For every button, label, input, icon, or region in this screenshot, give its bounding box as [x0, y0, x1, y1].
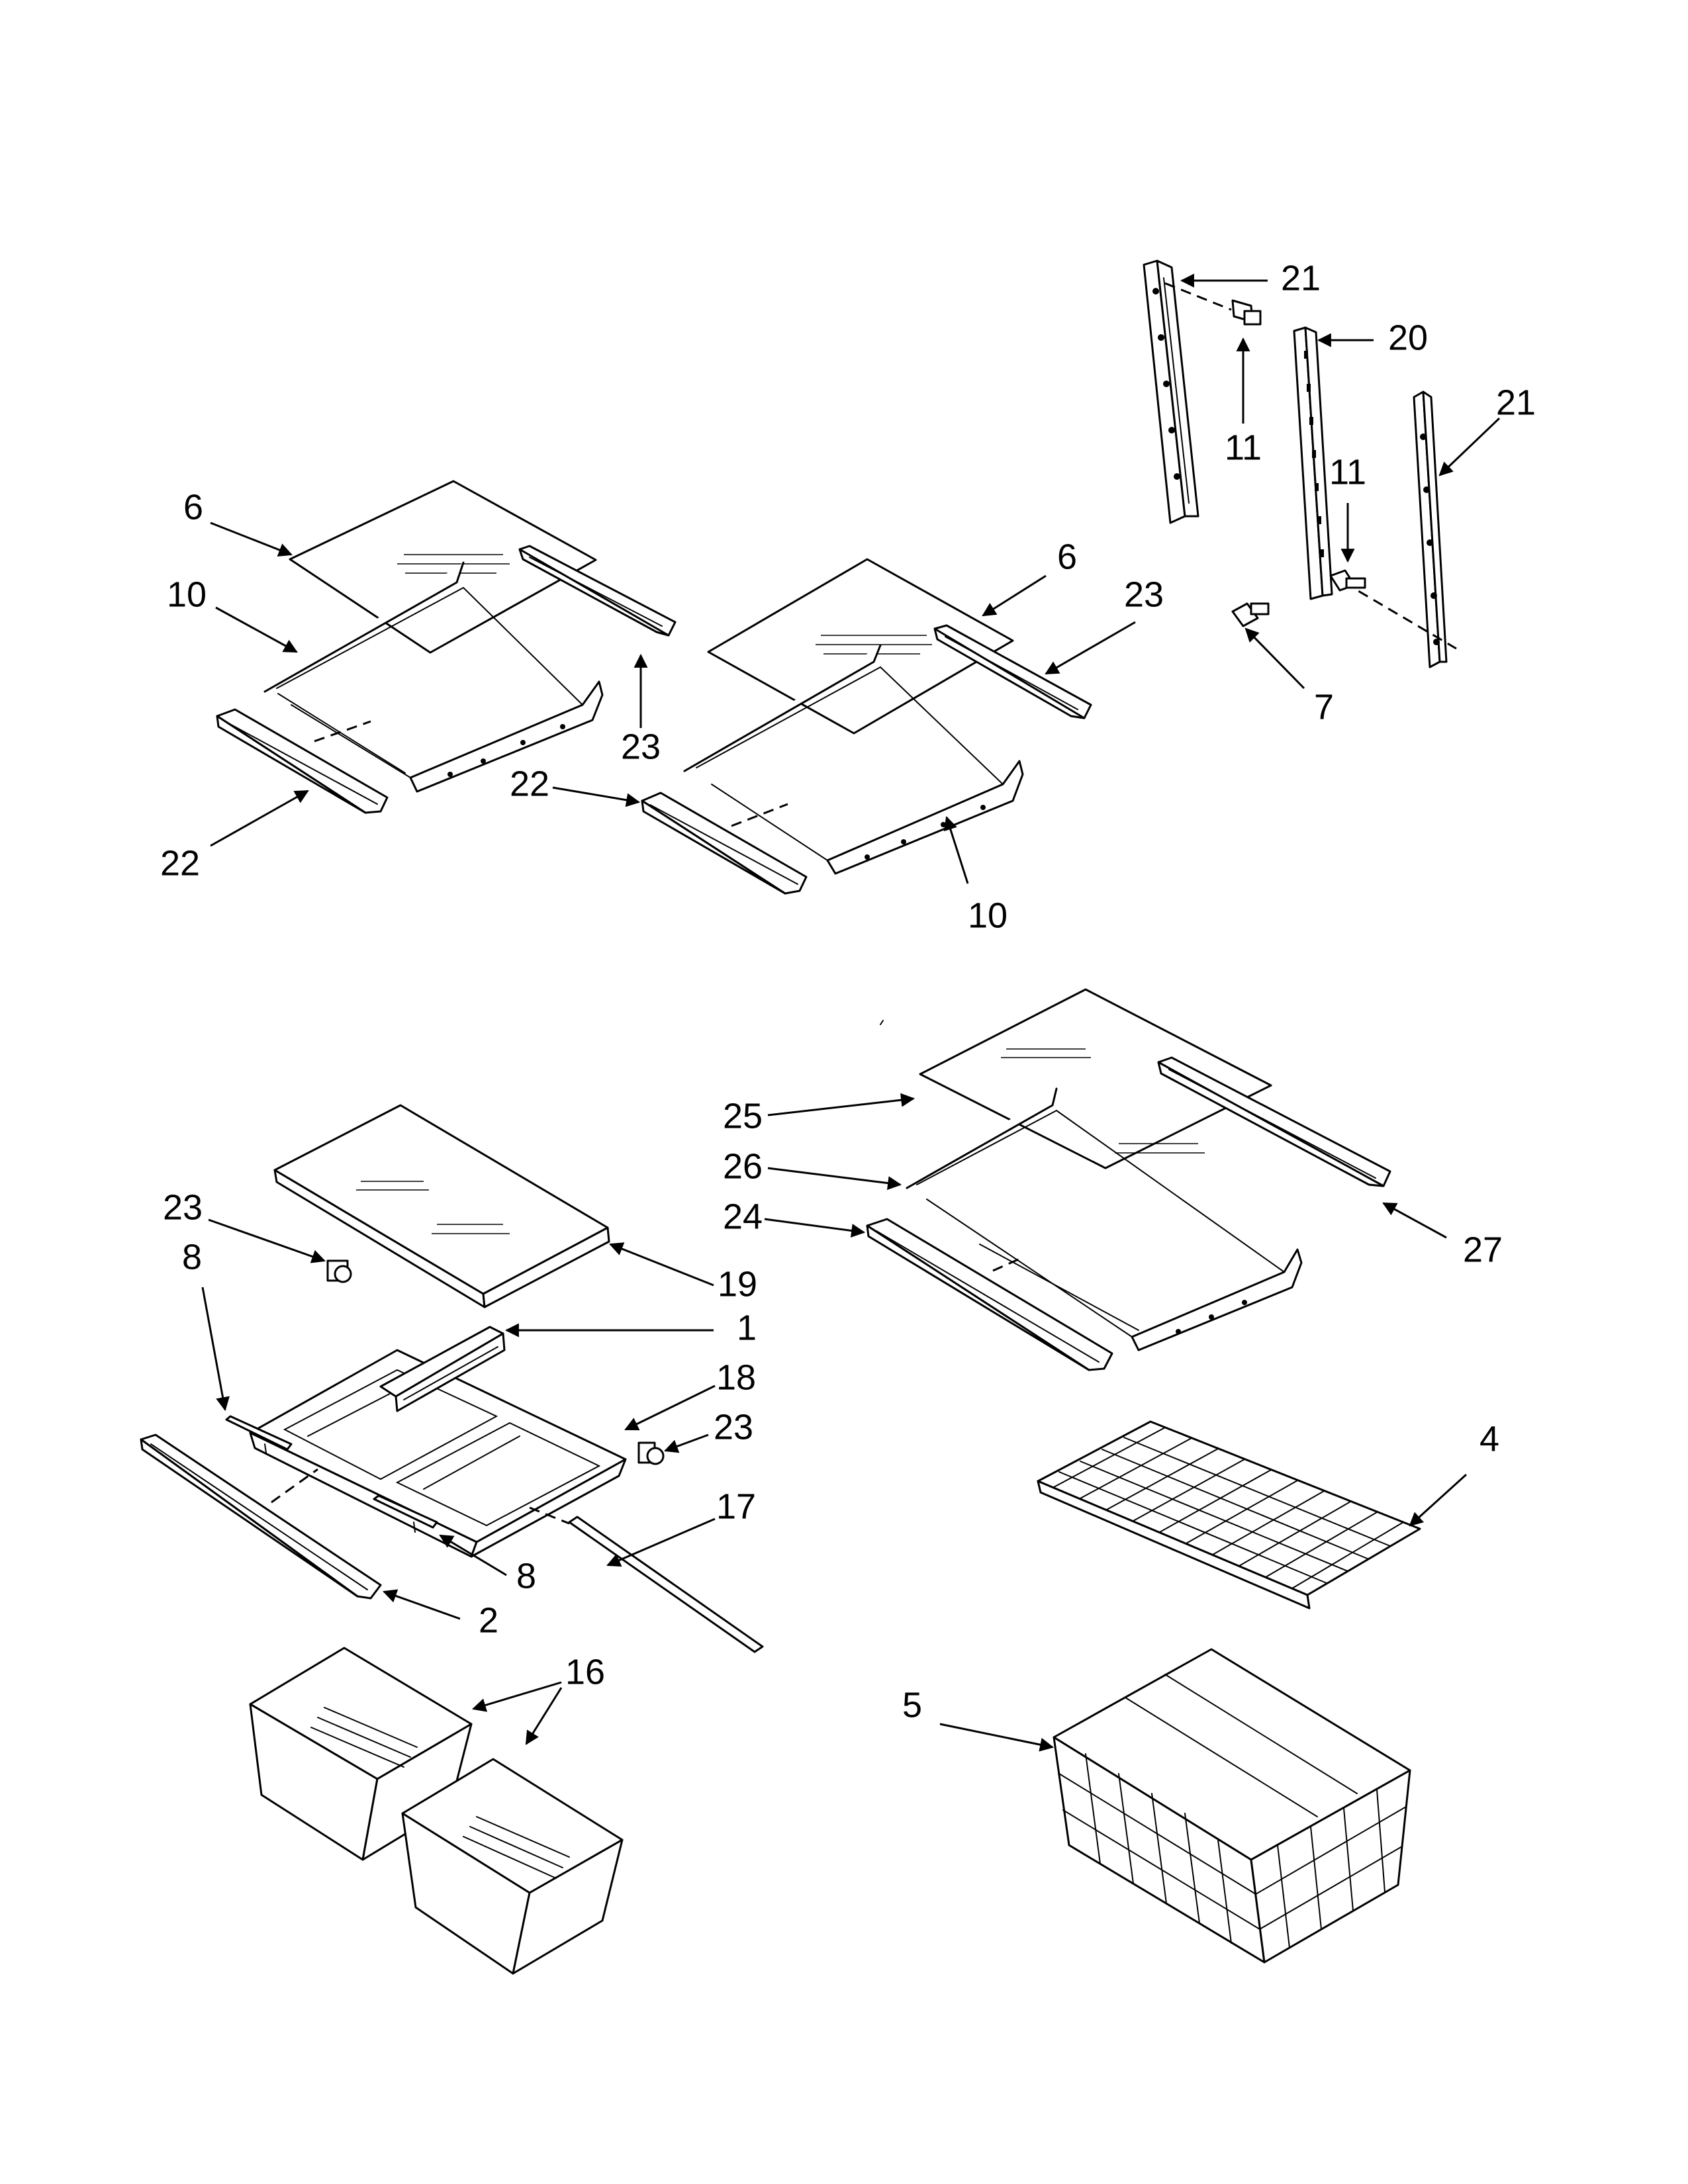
shelf-frame-26 [906, 1087, 1303, 1351]
crisper-frame-18 [249, 1349, 627, 1558]
callout-27: 27 [1463, 1230, 1503, 1269]
trim-22-mid [641, 792, 808, 895]
callout-5: 5 [902, 1685, 922, 1725]
callout-25: 25 [723, 1096, 763, 1136]
callout-20: 20 [1388, 318, 1428, 357]
shelf-rail-20 [1293, 326, 1333, 600]
callout-labels: 21 20 21 11 11 7 6 10 23 22 6 23 22 10 2… [160, 258, 1536, 1725]
trim-27 [1157, 1056, 1391, 1187]
screw-11-right [1329, 569, 1366, 592]
crisper-glass-19 [273, 1104, 610, 1308]
bracket-23-a [326, 1259, 352, 1283]
callout-7: 7 [1314, 687, 1334, 727]
callout-23-b: 23 [714, 1407, 753, 1447]
screw-7 [1231, 602, 1270, 627]
callout-11-left: 11 [1225, 428, 1262, 467]
callout-10-mid: 10 [968, 895, 1008, 935]
callout-4: 4 [1479, 1419, 1499, 1459]
rod-17 [568, 1516, 764, 1653]
crisper-drawer-16-a [249, 1647, 473, 1861]
trim-23-left [518, 545, 677, 637]
callout-23-mid: 23 [1124, 574, 1164, 614]
shelf-rail-21-right [1413, 390, 1448, 668]
callout-24: 24 [723, 1197, 763, 1236]
crisper-divider-1 [379, 1326, 506, 1412]
callout-23-a: 23 [163, 1187, 203, 1227]
callout-11-right: 11 [1329, 452, 1366, 492]
callout-21-top: 21 [1281, 258, 1321, 298]
wire-basket-5 [1053, 1648, 1411, 1964]
wire-shelf-4 [1037, 1420, 1421, 1610]
callout-21-right: 21 [1496, 383, 1536, 422]
leader-lines [201, 273, 1501, 1752]
callout-22-mid: 22 [510, 764, 549, 803]
shelf-frame-10-mid [683, 644, 1024, 875]
callout-2: 2 [479, 1600, 498, 1640]
screw-11-left [1231, 299, 1262, 326]
callout-19: 19 [718, 1264, 757, 1304]
slide-8-b [373, 1494, 438, 1533]
callout-18: 18 [716, 1357, 756, 1397]
trim-23-mid [933, 624, 1092, 719]
callout-8-b: 8 [516, 1556, 536, 1596]
callout-6-mid: 6 [1057, 537, 1077, 576]
trim-24 [866, 1218, 1113, 1371]
crisper-drawer-16-b [401, 1758, 624, 1975]
trim-22-left [216, 708, 389, 814]
callout-10-left: 10 [167, 574, 207, 614]
callout-1: 1 [737, 1308, 757, 1347]
callout-23-left: 23 [621, 727, 661, 766]
callout-26: 26 [723, 1146, 763, 1186]
callout-22-left: 22 [160, 843, 200, 883]
bracket-23-b [637, 1441, 665, 1465]
callout-8-a: 8 [182, 1237, 202, 1277]
shelf-rail-21-left [1143, 259, 1199, 524]
crisper-trim-2 [140, 1433, 382, 1600]
shelf-frame-10-left [263, 561, 604, 793]
callout-17: 17 [716, 1486, 756, 1526]
callout-6-left: 6 [183, 487, 203, 527]
glass-shelf-25 [919, 988, 1272, 1169]
callout-16: 16 [565, 1652, 605, 1692]
slide-8-a [225, 1415, 293, 1453]
